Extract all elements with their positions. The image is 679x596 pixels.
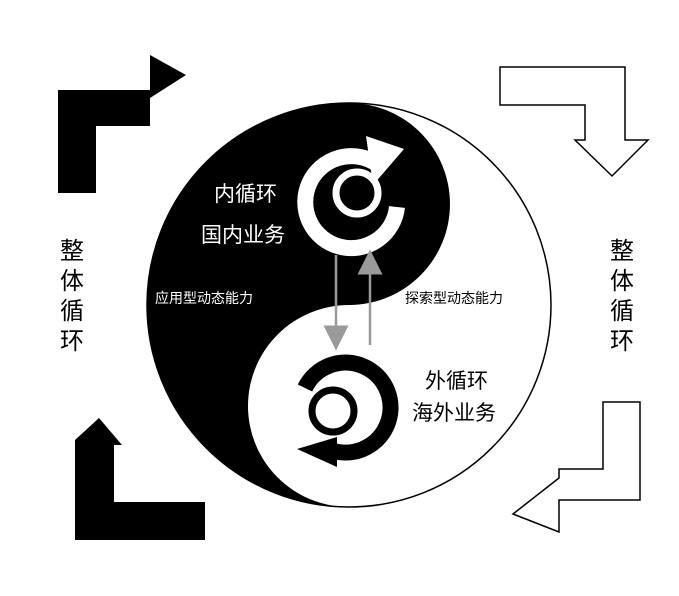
- left-vertical-label: 整 体 循 环: [52, 236, 92, 356]
- outer-line1: 外循环: [425, 369, 488, 393]
- bent-arrow-up-icon: [75, 418, 205, 540]
- right-vertical-label: 整 体 循 环: [602, 236, 642, 356]
- left-vertical-char: 整: [60, 237, 84, 265]
- right-vertical-char: 环: [610, 327, 634, 355]
- right-vertical-char: 循: [610, 297, 634, 325]
- inner-line2: 国内业务: [201, 223, 285, 247]
- right-vertical-char: 体: [610, 267, 634, 295]
- left-vertical-char: 循: [60, 297, 84, 325]
- left-vertical-char: 环: [60, 327, 84, 355]
- right-vertical-char: 整: [610, 237, 634, 265]
- left-capability-label: 应用型动态能力: [155, 291, 253, 307]
- left-vertical-char: 体: [60, 267, 84, 295]
- outer-line2: 海外业务: [412, 401, 496, 425]
- right-capability-label: 探索型动态能力: [405, 291, 503, 307]
- outer-cycle-icon: [297, 354, 399, 467]
- bent-arrow-down-outline-icon: [499, 66, 650, 178]
- bent-arrow-right-icon: [58, 55, 186, 193]
- inner-line1: 内循环: [214, 182, 277, 206]
- inner-cycle-icon: [297, 136, 405, 257]
- bent-arrow-left-outline-icon: [511, 401, 641, 534]
